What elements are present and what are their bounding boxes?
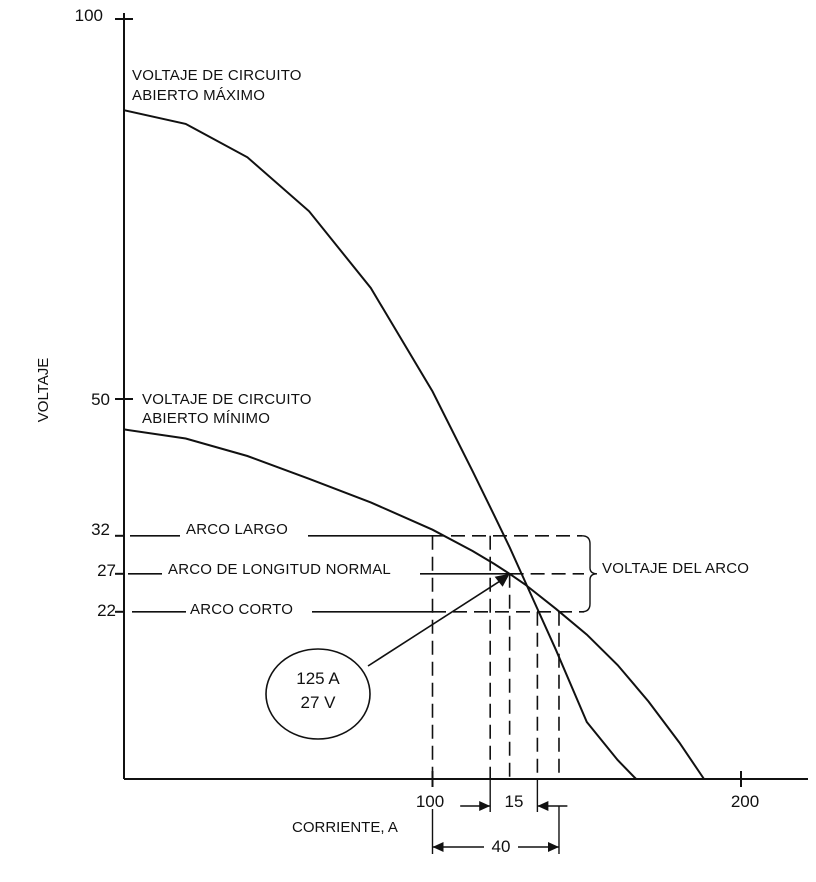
x-axis-title: CORRIENTE, A (292, 819, 398, 836)
range-40-label: 40 (492, 837, 511, 856)
volt-ampere-curve-2 (123, 428, 705, 780)
open-circuit-max-label-line2: ABIERTO MÁXIMO (132, 87, 265, 104)
guide-lines (128, 534, 598, 779)
y-tick-label-27: 27 (97, 561, 116, 580)
open-circuit-min-label-line2: ABIERTO MÍNIMO (142, 410, 270, 427)
y-tick-label-22: 22 (97, 601, 116, 620)
dim-15-right-arrowhead (537, 801, 549, 811)
volt-ampere-curve-1 (123, 109, 637, 780)
dim-40-right-arrowhead (547, 842, 559, 852)
y-axis-title: VOLTAJE (35, 358, 52, 422)
y-tick-label-100: 100 (75, 6, 103, 25)
dim-40-left-arrowhead (432, 842, 444, 852)
normal-arc-label: ARCO DE LONGITUD NORMAL (168, 561, 391, 578)
arc-voltage-label: VOLTAJE DEL ARCO (602, 560, 749, 577)
dim-15-left-arrowhead (479, 801, 491, 811)
short-arc-label: ARCO CORTO (190, 601, 293, 618)
operating-point-label-line1: 125 A (296, 669, 340, 688)
open-circuit-min-label-line1: VOLTAJE DE CIRCUITO (142, 391, 312, 408)
arc-voltage-bracket (581, 535, 598, 613)
open-circuit-max-label-line1: VOLTAJE DE CIRCUITO (132, 67, 302, 84)
long-arc-label: ARCO LARGO (186, 521, 288, 538)
operating-point-ellipse (265, 648, 371, 740)
x-tick-label-15: 15 (505, 792, 524, 811)
x-tick-label-200: 200 (731, 792, 759, 811)
operating-point-arrowhead (494, 573, 510, 587)
x-tick-label-100: 100 (416, 792, 444, 811)
operating-point-label-line2: 27 V (301, 693, 337, 712)
labels: 100 50 32 27 22 100 15 200 VOLTAJE CORRI… (35, 6, 759, 856)
curves (123, 109, 705, 780)
operating-point-arrow-line (367, 576, 508, 667)
dimension-markers (265, 573, 568, 854)
y-tick-label-32: 32 (91, 520, 110, 539)
y-tick-label-50: 50 (91, 390, 110, 409)
axes (115, 13, 808, 787)
